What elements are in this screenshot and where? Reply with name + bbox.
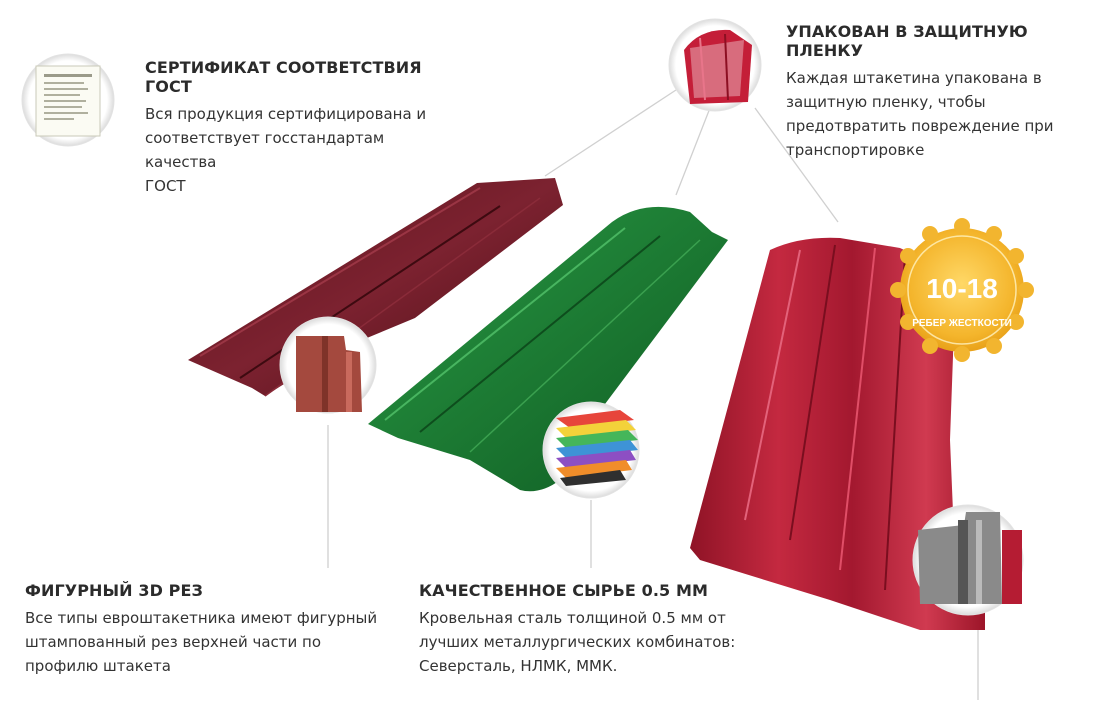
rib-profile-icon [912, 504, 1024, 616]
cut-feature: ФИГУРНЫЙ 3D РЕЗ Все типы евроштакетника … [25, 581, 385, 678]
badge-number: 10-18 [926, 273, 998, 304]
feature-title: УПАКОВАН В ЗАЩИТНУЮ ПЛЕНКУ [786, 22, 1028, 60]
feature-description: Вся продукция сертифицирована и соответс… [145, 105, 427, 195]
steel-layers-icon [542, 401, 640, 499]
green-picket [368, 206, 728, 492]
red-picket [690, 237, 985, 630]
feature-title: КАЧЕСТВЕННОЕ СЫРЬЕ 0.5 ММ [419, 581, 708, 600]
connector-lines [327, 89, 979, 700]
feature-title: ФИГУРНЫЙ 3D РЕЗ [25, 581, 203, 600]
packaging-film-icon [668, 18, 762, 112]
feature-description: Кровельная сталь толщиной 0.5 мм от лучш… [419, 609, 736, 675]
packaging-feature: УПАКОВАН В ЗАЩИТНУЮ ПЛЕНКУ Каждая штакет… [786, 22, 1086, 162]
feature-title: СЕРТИФИКАТ СООТВЕТСТВИЯ ГОСТ [145, 58, 422, 96]
certificate-document-icon [21, 53, 115, 147]
steel-feature: КАЧЕСТВЕННОЕ СЫРЬЕ 0.5 ММ Кровельная ста… [419, 581, 739, 678]
rib-badge: 10-18 РЕБЕР ЖЕСТКОСТИ [890, 218, 1034, 362]
badge-caption: РЕБЕР ЖЕСТКОСТИ [912, 318, 1012, 329]
feature-description: Каждая штакетина упакована в защитную пл… [786, 69, 1054, 159]
feature-description: Все типы евроштакетника имеют фигурный ш… [25, 609, 378, 675]
certificate-feature: СЕРТИФИКАТ СООТВЕТСТВИЯ ГОСТ Вся продукц… [145, 58, 455, 198]
profile-cut-icon [279, 316, 377, 414]
